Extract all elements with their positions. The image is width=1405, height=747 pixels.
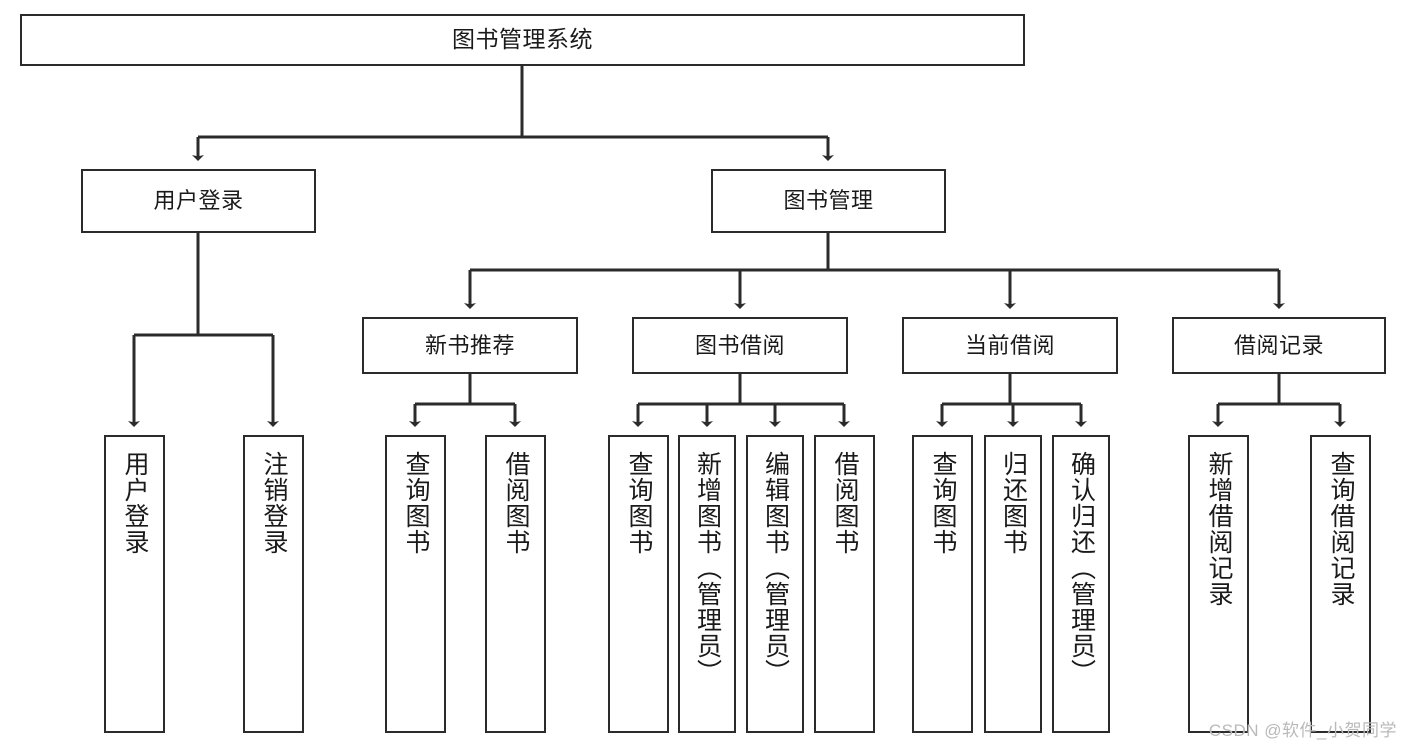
leaf-user-login[interactable]: 用户登录 <box>104 435 165 733</box>
leaf-return-book-label: 归还图书 <box>999 451 1028 555</box>
leaf-borrow-book[interactable]: 借阅图书 <box>814 435 875 733</box>
leaf-add-record[interactable]: 新增借阅记录 <box>1188 435 1249 733</box>
node-book-borrow[interactable]: 图书借阅 <box>632 317 848 374</box>
leaf-query-book-rec[interactable]: 查询图书 <box>385 435 446 733</box>
leaf-query-book-rec-label: 查询图书 <box>402 451 430 555</box>
node-new-book-rec-label: 新书推荐 <box>424 332 515 358</box>
leaf-query-book-borrow[interactable]: 查询图书 <box>608 435 669 733</box>
leaf-query-record[interactable]: 查询借阅记录 <box>1310 435 1371 733</box>
leaf-borrow-book-rec[interactable]: 借阅图书 <box>485 435 546 733</box>
node-current-borrow-label: 当前借阅 <box>964 332 1055 358</box>
leaf-borrow-book-rec-label: 借阅图书 <box>502 451 530 555</box>
leaf-add-book-label: 新增图书（管理员） <box>693 451 722 685</box>
leaf-query-book-current-label: 查询图书 <box>929 451 957 555</box>
node-borrow-record[interactable]: 借阅记录 <box>1172 317 1386 374</box>
node-user-login[interactable]: 用户登录 <box>81 169 316 233</box>
leaf-logout[interactable]: 注销登录 <box>243 435 304 733</box>
node-book-borrow-label: 图书借阅 <box>694 332 785 358</box>
leaf-add-record-label: 新增借阅记录 <box>1205 451 1233 607</box>
node-book-manage-label: 图书管理 <box>783 188 874 214</box>
leaf-add-book[interactable]: 新增图书（管理员） <box>678 435 736 733</box>
leaf-confirm-return[interactable]: 确认归还（管理员） <box>1052 435 1110 733</box>
leaf-user-login-label: 用户登录 <box>121 451 149 555</box>
leaf-query-record-label: 查询借阅记录 <box>1327 451 1355 607</box>
leaf-edit-book[interactable]: 编辑图书（管理员） <box>746 435 804 733</box>
node-borrow-record-label: 借阅记录 <box>1233 332 1324 358</box>
leaf-confirm-return-label: 确认归还（管理员） <box>1067 451 1096 685</box>
leaf-query-book-current[interactable]: 查询图书 <box>912 435 973 733</box>
leaf-return-book[interactable]: 归还图书 <box>984 435 1042 733</box>
node-book-manage[interactable]: 图书管理 <box>711 169 946 233</box>
leaf-borrow-book-label: 借阅图书 <box>831 451 859 555</box>
leaf-logout-label: 注销登录 <box>260 451 288 555</box>
node-current-borrow[interactable]: 当前借阅 <box>902 317 1118 374</box>
node-root-label: 图书管理系统 <box>452 26 593 53</box>
leaf-query-book-borrow-label: 查询图书 <box>625 451 653 555</box>
watermark: CSDN @软件_小贺同学 <box>1208 721 1397 740</box>
node-new-book-rec[interactable]: 新书推荐 <box>362 317 578 374</box>
node-root[interactable]: 图书管理系统 <box>20 14 1025 66</box>
node-user-login-label: 用户登录 <box>153 188 244 214</box>
leaf-edit-book-label: 编辑图书（管理员） <box>761 451 790 685</box>
